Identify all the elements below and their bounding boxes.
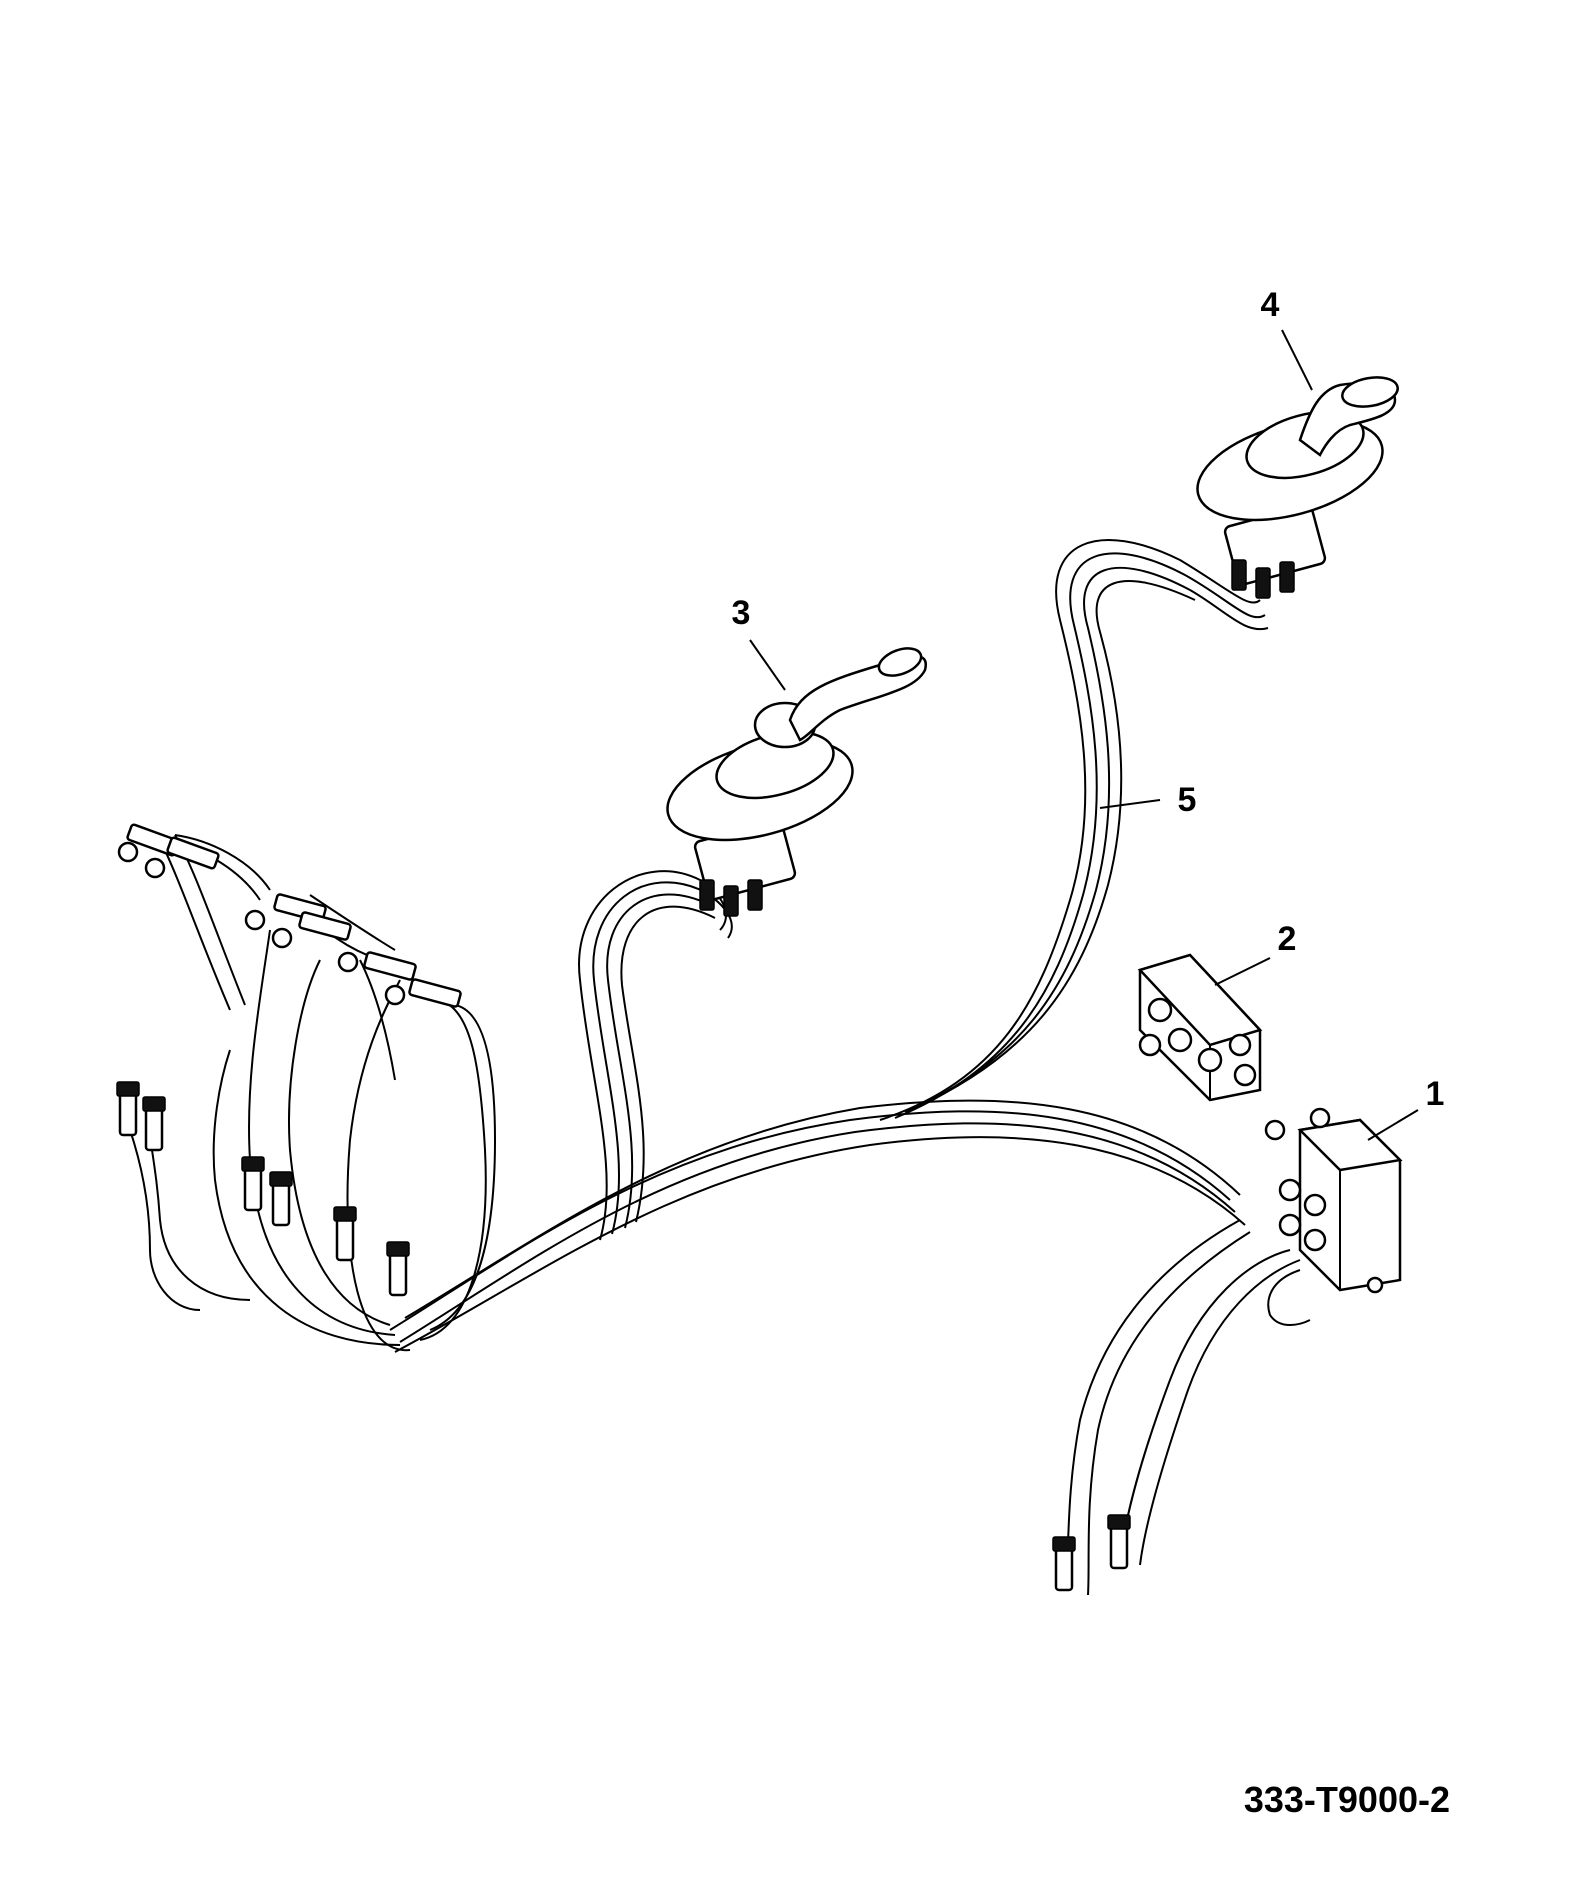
callout-4: 4 (1261, 286, 1280, 324)
leader-lines (749, 329, 1419, 1141)
joystick-right (1196, 376, 1399, 599)
valve-block (1264, 1107, 1403, 1294)
callout-5: 5 (1178, 781, 1197, 819)
callout-2: 2 (1278, 920, 1297, 958)
callout-3: 3 (732, 594, 751, 632)
hose-end-fittings-bottom (1052, 1514, 1131, 1592)
hose-end-fittings-left (116, 823, 462, 1297)
callout-1: 1 (1426, 1075, 1445, 1113)
hose-bundle (129, 539, 1311, 1596)
drawing-number: 333-T9000-2 (1244, 1779, 1450, 1820)
manifold-block (1137, 953, 1263, 1102)
joystick-left (666, 647, 928, 917)
